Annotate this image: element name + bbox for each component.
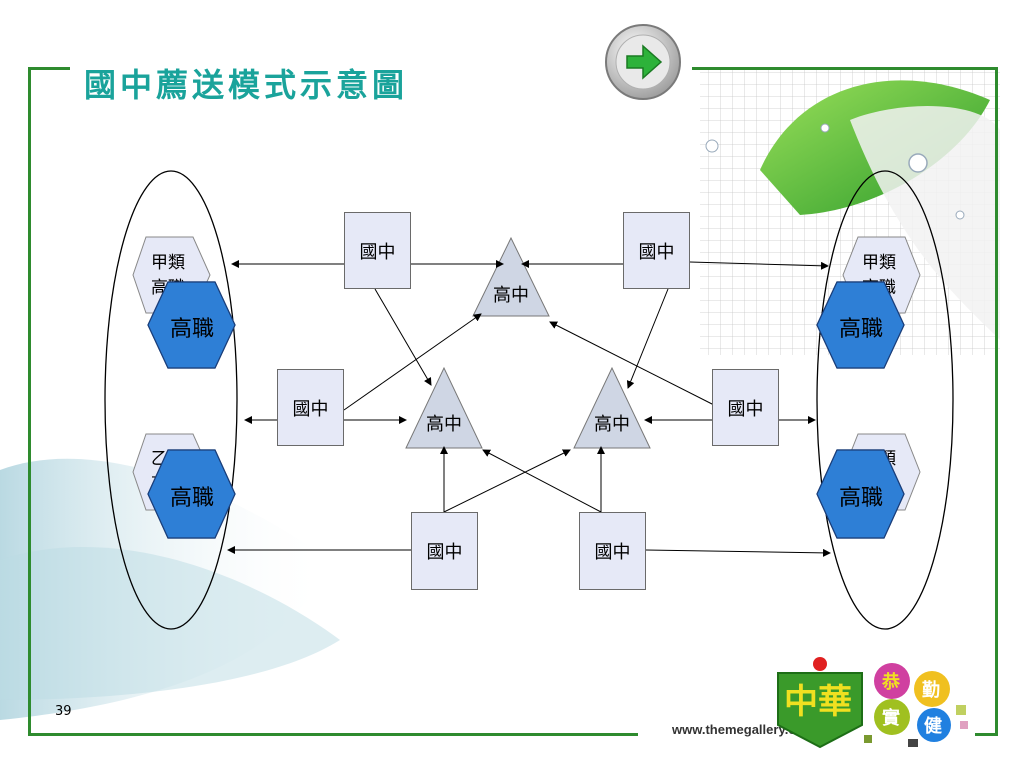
page-title: 國中薦送模式示意圖 (84, 66, 409, 104)
vocational-hex-left-top-overlay (147, 281, 236, 369)
junior-high-box-4: 國中 (712, 369, 779, 446)
school-logo: 中華 恭 勤 實 健 (777, 657, 968, 749)
senior-high-label-top: 高中 (493, 285, 529, 306)
next-arrow-icon (605, 24, 681, 100)
next-button[interactable] (603, 22, 683, 102)
senior-high-triangle-right (573, 366, 651, 449)
right-vocational-group (816, 170, 954, 630)
vocational-hex-right-top-overlay (816, 281, 905, 369)
senior-high-label-right: 高中 (594, 414, 630, 435)
type-a-label-right-1: 甲類 (862, 253, 896, 273)
left-vocational-group (104, 170, 238, 630)
type-a-label-left-1: 甲類 (151, 253, 185, 273)
svg-text:恭: 恭 (881, 672, 901, 693)
frame-top-right (692, 67, 998, 70)
frame-bottom-right (975, 733, 998, 736)
vocational-label-left-bottom: 高職 (169, 486, 214, 511)
junior-high-box-1: 國中 (344, 212, 411, 289)
frame-top-left (28, 67, 70, 70)
svg-text:勤: 勤 (922, 679, 940, 701)
senior-high-label-left: 高中 (426, 414, 462, 435)
vocational-label-right-bottom: 高職 (838, 486, 883, 511)
junior-high-box-3: 國中 (277, 369, 344, 446)
junior-high-box-6: 國中 (579, 512, 646, 590)
vocational-label-left-top: 高職 (169, 317, 214, 342)
frame-right (995, 67, 998, 735)
junior-high-box-5: 國中 (411, 512, 478, 590)
vocational-hex-right-bottom-overlay (816, 449, 905, 539)
page-number: 39 (55, 704, 72, 719)
svg-text:中華: 中華 (784, 682, 852, 722)
vocational-label-right-top: 高職 (838, 317, 883, 342)
frame-left (28, 67, 31, 735)
vocational-hex-left-bottom-overlay (147, 449, 236, 539)
frame-bottom-left (28, 733, 638, 736)
svg-text:實: 實 (882, 707, 900, 729)
junior-high-box-2: 國中 (623, 212, 690, 289)
svg-text:健: 健 (924, 715, 942, 737)
senior-high-triangle-top (472, 236, 550, 317)
